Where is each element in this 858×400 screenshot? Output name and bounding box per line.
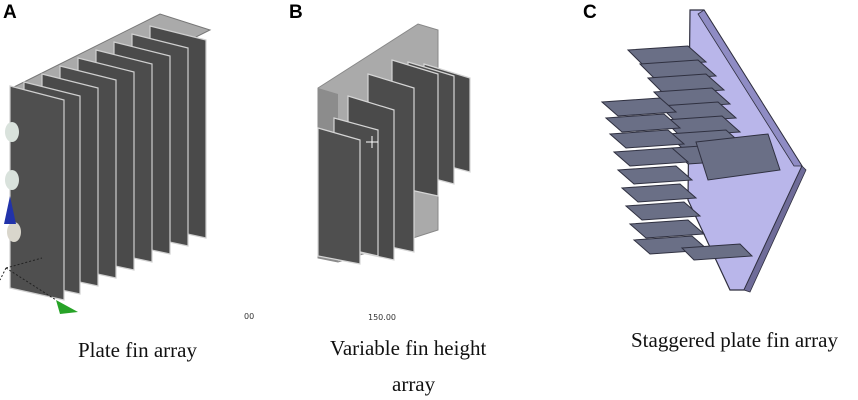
view-icon-bottom <box>7 222 21 242</box>
fins-c <box>600 45 781 261</box>
view-icon-mid <box>5 170 19 190</box>
fins-a <box>9 25 207 301</box>
axis-z-arrow <box>4 196 16 224</box>
axis-x-arrow <box>56 300 78 314</box>
panel-letter-c: C <box>583 2 597 23</box>
fins-b <box>317 59 471 265</box>
caption-staggered-plate-fin-array: Staggered plate fin array <box>631 328 838 352</box>
caption-variable-fin-height-line2: array <box>392 372 436 396</box>
panel-letter-b: B <box>289 2 303 23</box>
view-icon-top <box>5 122 19 142</box>
axis-line-z <box>5 267 57 301</box>
scale-label-a: 00 <box>244 312 255 321</box>
panel-letter-a: A <box>3 2 17 23</box>
caption-variable-fin-height-line1: Variable fin height <box>330 336 487 360</box>
caption-plate-fin-array: Plate fin array <box>78 338 197 362</box>
base-plate-c-edge <box>697 9 803 167</box>
base-plate-c-side <box>743 165 807 293</box>
scale-label-b: 150.00 <box>368 313 396 322</box>
